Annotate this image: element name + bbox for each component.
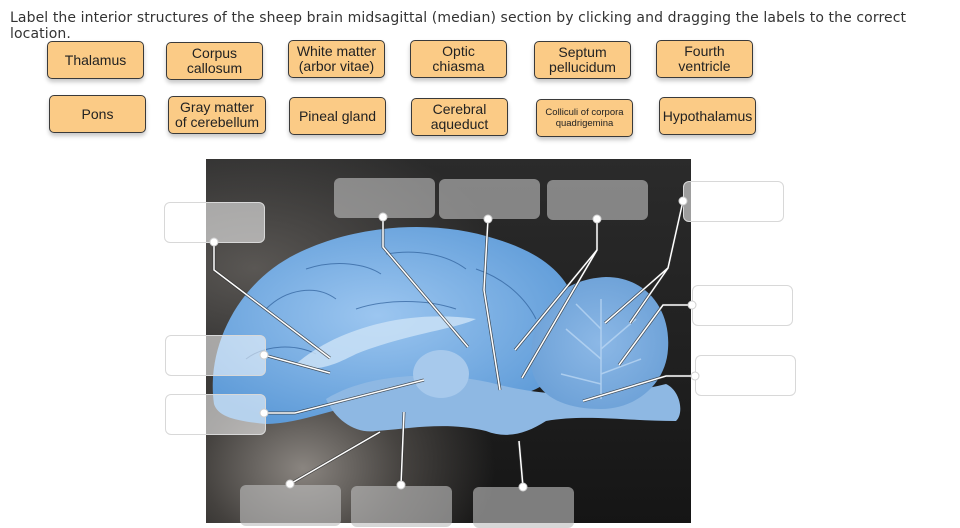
label-text: Thalamus	[64, 51, 127, 68]
drop-target-bottom-1[interactable]	[240, 485, 341, 526]
label-text: Optic chiasma	[432, 43, 485, 74]
label-text: Septum pellucidum	[549, 44, 616, 75]
brain-illustration	[212, 227, 681, 435]
label-septum-pellucidum[interactable]: Septum pellucidum	[534, 41, 631, 79]
drop-target-top-2[interactable]	[439, 179, 540, 219]
label-text: Pons	[81, 105, 114, 122]
drop-target-bottom-2[interactable]	[351, 486, 452, 527]
label-text: Pineal gland	[298, 107, 377, 124]
label-optic-chiasma[interactable]: Optic chiasma	[410, 40, 507, 78]
label-fourth-ventricle[interactable]: Fourth ventricle	[656, 40, 753, 78]
label-text: Hypothalamus	[662, 107, 753, 124]
label-text: Cerebral aqueduct	[430, 101, 489, 132]
label-text: White matter (arbor vitae)	[296, 43, 377, 74]
drop-target-left-1[interactable]	[164, 202, 265, 243]
drop-target-bottom-3[interactable]	[473, 487, 574, 528]
label-corpus-callosum[interactable]: Corpus callosum	[166, 42, 263, 80]
label-thalamus[interactable]: Thalamus	[47, 41, 144, 79]
drop-target-right-3[interactable]	[695, 355, 796, 396]
label-text: Corpus callosum	[186, 45, 243, 76]
drop-target-top-1[interactable]	[334, 178, 435, 218]
label-cerebral-aqueduct[interactable]: Cerebral aqueduct	[411, 98, 508, 136]
sheep-brain-image	[206, 159, 691, 523]
label-pons[interactable]: Pons	[49, 95, 146, 133]
label-text: Gray matter of cerebellum	[174, 99, 260, 130]
label-gray-matter[interactable]: Gray matter of cerebellum	[168, 96, 266, 134]
instruction-text: Label the interior structures of the she…	[10, 10, 907, 42]
label-hypothalamus[interactable]: Hypothalamus	[659, 97, 756, 135]
drop-target-right-1[interactable]	[683, 181, 784, 222]
label-colliculi[interactable]: Colliculi of corpora quadrigemina	[536, 99, 633, 137]
drop-target-left-2[interactable]	[165, 335, 266, 376]
drop-target-left-3[interactable]	[165, 394, 266, 435]
label-text: Fourth ventricle	[678, 43, 731, 74]
label-text: Colliculi of corpora quadrigemina	[545, 107, 624, 129]
label-white-matter[interactable]: White matter (arbor vitae)	[288, 40, 385, 78]
label-pineal-gland[interactable]: Pineal gland	[289, 97, 386, 135]
drop-target-top-3[interactable]	[547, 180, 648, 220]
